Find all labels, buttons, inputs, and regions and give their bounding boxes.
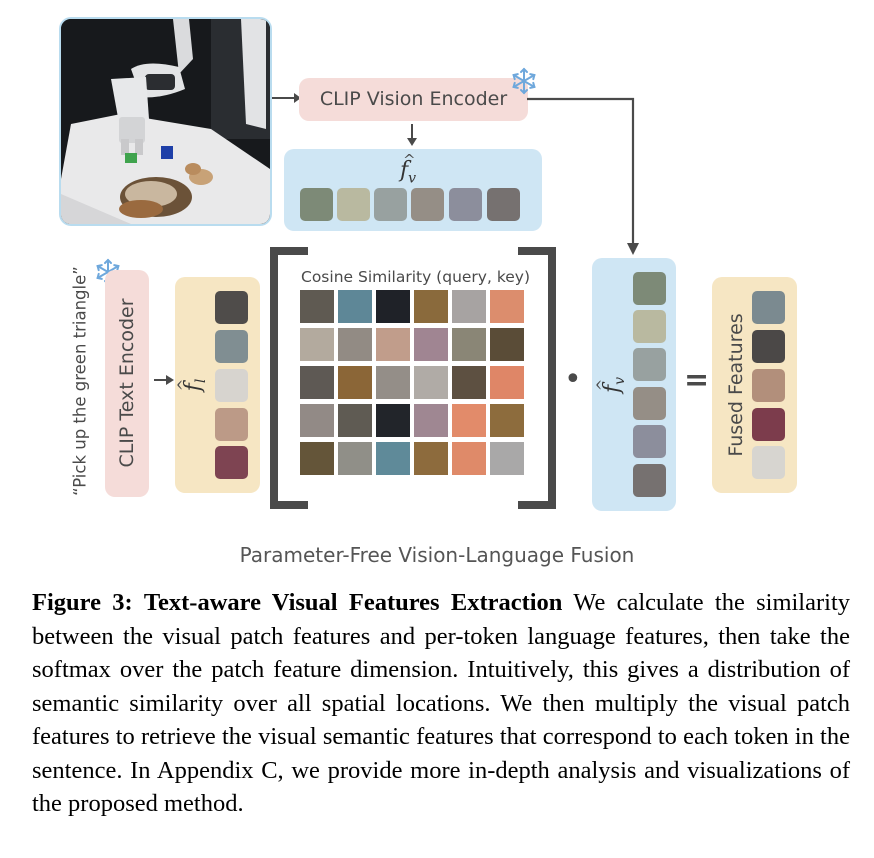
visual-patch-swatch	[374, 188, 407, 221]
similarity-cell	[414, 366, 448, 399]
language-token-swatch	[215, 291, 248, 324]
similarity-cell	[490, 328, 524, 361]
arrow-text-encoder-to-language-features	[154, 375, 174, 385]
language-feature-sub: l	[193, 378, 210, 384]
language-token-swatch	[215, 408, 248, 441]
fused-feature-swatch	[752, 330, 785, 363]
visual-feature-sub: v	[408, 170, 417, 187]
equals-operator: =	[684, 363, 710, 398]
visual-feature-hat: ^	[403, 151, 416, 169]
prompt-text-container: “Pick up the green triangle”	[67, 262, 93, 500]
similarity-cell	[452, 442, 486, 475]
similarity-cell	[414, 404, 448, 437]
similarity-cell	[300, 404, 334, 437]
cosine-similarity-label: Cosine Similarity (query, key)	[301, 268, 531, 286]
similarity-cell	[452, 328, 486, 361]
caption-title: Text-aware Visual Features Extraction	[143, 589, 563, 616]
fused-feature-swatch	[752, 369, 785, 402]
visual-patch-swatch	[449, 188, 482, 221]
clip-vision-encoder-box: CLIP Vision Encoder	[299, 78, 528, 121]
similarity-cell	[376, 290, 410, 323]
figure-caption: Figure 3: Text-aware Visual Features Ext…	[32, 586, 850, 821]
similarity-cell	[338, 442, 372, 475]
prompt-text: “Pick up the green triangle”	[70, 266, 90, 496]
language-token-swatch	[215, 330, 248, 363]
language-features-panel: fl ^	[174, 277, 260, 493]
visual-features-panel: ^ fv	[284, 149, 542, 231]
similarity-cell	[338, 328, 372, 361]
visual-column-swatch	[633, 272, 666, 305]
fused-feature-swatch	[752, 408, 785, 441]
similarity-cell	[490, 404, 524, 437]
similarity-cell	[376, 404, 410, 437]
visual-column-swatch	[633, 348, 666, 381]
visual-feature-f: f	[400, 158, 409, 183]
clip-text-encoder-label: CLIP Text Encoder	[116, 298, 138, 468]
similarity-cell	[452, 404, 486, 437]
similarity-cell	[338, 404, 372, 437]
similarity-cell	[414, 442, 448, 475]
similarity-cell	[300, 366, 334, 399]
clip-text-encoder-box: CLIP Text Encoder	[105, 270, 149, 497]
visual-patch-swatch	[411, 188, 444, 221]
similarity-cell	[452, 290, 486, 323]
similarity-cell	[414, 290, 448, 323]
similarity-cell	[490, 366, 524, 399]
language-token-swatch	[215, 369, 248, 402]
similarity-cell	[452, 366, 486, 399]
similarity-cell	[490, 290, 524, 323]
fused-feature-swatch	[752, 291, 785, 324]
clip-vision-encoder-label: CLIP Vision Encoder	[319, 88, 508, 110]
visual-feature-column-sub: v	[612, 376, 629, 385]
visual-feature-column-hat: ^	[593, 378, 612, 392]
visual-column-swatch	[633, 464, 666, 497]
visual-column-swatch	[633, 310, 666, 343]
arrow-image-to-encoder	[272, 93, 301, 103]
arrow-encoder-to-visual-features	[407, 124, 417, 146]
visual-patch-swatch	[487, 188, 520, 221]
right-bracket	[518, 247, 556, 509]
similarity-cell	[414, 328, 448, 361]
visual-column-swatch	[633, 425, 666, 458]
similarity-cell	[300, 290, 334, 323]
similarity-cell	[338, 290, 372, 323]
figure: CLIP Vision Encoder ^	[59, 17, 797, 567]
similarity-cell	[490, 442, 524, 475]
visual-patch-swatch	[300, 188, 333, 221]
similarity-cell	[376, 442, 410, 475]
similarity-cell	[376, 366, 410, 399]
similarity-cell	[338, 366, 372, 399]
robot-scene-image	[59, 17, 272, 226]
visual-feature-symbol: fv	[400, 158, 416, 186]
caption-label: Figure 3:	[32, 589, 133, 616]
frozen-snowflake-icon	[509, 66, 539, 101]
robot-scene-drawing	[61, 19, 270, 224]
similarity-cell	[376, 328, 410, 361]
dot-product-operator: •	[564, 362, 582, 397]
fusion-title: Parameter-Free Vision-Language Fusion	[239, 543, 635, 567]
visual-patch-swatch	[337, 188, 370, 221]
arrow-encoder-to-fv-column	[527, 97, 639, 255]
language-feature-hat: ^	[174, 378, 193, 392]
left-bracket	[270, 247, 308, 509]
similarity-matrix	[300, 290, 526, 480]
similarity-cell	[300, 328, 334, 361]
caption-body: We calculate the similarity between the …	[32, 589, 851, 817]
similarity-cell	[300, 442, 334, 475]
visual-features-column: fv ^	[592, 258, 676, 511]
visual-column-swatch	[633, 387, 666, 420]
fused-features-label: Fused Features	[725, 313, 747, 457]
fused-feature-swatch	[752, 446, 785, 479]
language-token-swatch	[215, 446, 248, 479]
fused-features-panel: Fused Features	[712, 277, 797, 493]
